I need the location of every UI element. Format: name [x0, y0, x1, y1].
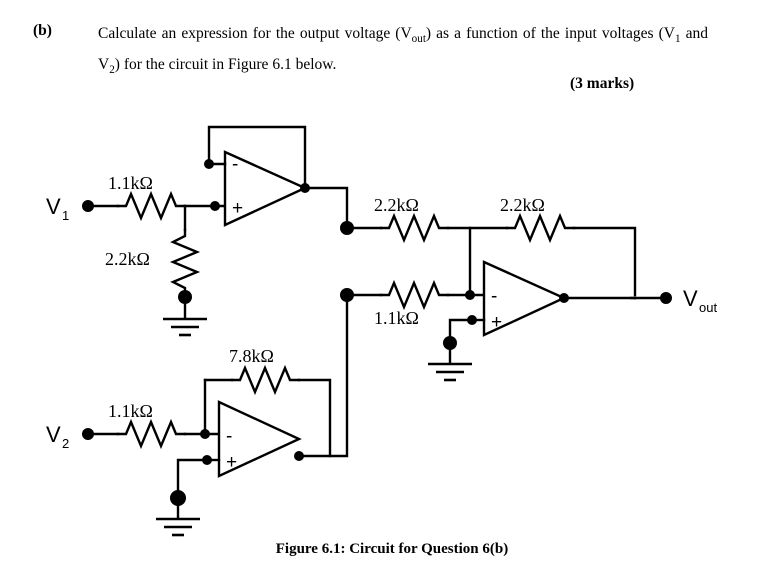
ground-symbol-u2	[428, 362, 472, 382]
label-r-v1-shunt: 2.2kΩ	[105, 249, 150, 269]
label-r-feedback-u3: 7.8kΩ	[229, 346, 274, 366]
resistor-r-sum-bottom	[379, 279, 450, 311]
question-line2-part1: voltages (V	[601, 25, 675, 42]
terminal-v1	[82, 200, 94, 212]
resistor-r-feedback-u2	[505, 212, 576, 244]
resistor-r-v1-series	[116, 190, 187, 222]
wire-u3-plus-to-gnd	[176, 458, 209, 493]
question-line2-part3: ) for the circuit in Figure 6.1 below.	[114, 56, 337, 74]
wire-u3-output-to-sum	[297, 293, 349, 458]
wire-u1-feedback	[207, 125, 307, 190]
pin-u1-minus: -	[232, 154, 238, 175]
terminal-vout	[660, 292, 672, 304]
wire-u2-feedback-right	[572, 226, 637, 297]
label-v1: V	[46, 194, 61, 219]
circuit-diagram: V 1 1.1kΩ 2.2kΩ - +	[0, 110, 784, 540]
wire-u2-plus-to-gnd	[448, 318, 474, 344]
label-r-v2-series: 1.1kΩ	[108, 401, 153, 421]
question-label: (b)	[33, 22, 52, 39]
wire-u3-fb-right-leg	[297, 378, 332, 458]
label-r-sum-top: 2.2kΩ	[374, 195, 419, 215]
question-line2-sub2: 2	[109, 64, 115, 77]
label-v2: V	[46, 422, 61, 447]
opamp-u3	[217, 400, 302, 478]
figure-caption: Figure 6.1: Circuit for Question 6(b)	[275, 541, 509, 557]
pin-u1-plus: +	[232, 198, 243, 219]
label-vout-sub: out	[699, 300, 717, 315]
node-u1-plus	[210, 201, 220, 211]
ground-symbol-u3	[156, 517, 200, 537]
pin-u2-minus: -	[491, 286, 497, 307]
opamp-u1	[223, 150, 308, 227]
ground-symbol-u1	[163, 317, 207, 337]
question-text: Calculate an expression for the output v…	[98, 21, 708, 83]
label-r-sum-bottom: 1.1kΩ	[374, 308, 419, 328]
question-line1-part1: Calculate an expression for the output v…	[98, 25, 412, 42]
pin-u2-plus: +	[491, 312, 502, 333]
terminal-v2	[82, 428, 94, 440]
label-vout: V	[683, 286, 698, 311]
label-v1-sub: 1	[62, 208, 69, 223]
question-line1-part2: ) as a function of the input	[425, 25, 597, 42]
pin-u3-plus: +	[226, 452, 237, 473]
label-v2-sub: 2	[62, 436, 69, 451]
resistor-r-v2-series	[116, 418, 187, 450]
resistor-r-feedback-u3	[230, 364, 301, 396]
question-line2-part2: and V	[98, 25, 709, 74]
resistor-r-sum-top	[379, 212, 450, 244]
question-line1-sub: out	[411, 33, 426, 46]
pin-u3-minus: -	[226, 426, 232, 447]
wire-u1-output	[303, 186, 349, 230]
question-line2-sub1: 1	[674, 33, 681, 46]
resistor-r-v1-shunt	[169, 228, 201, 298]
opamp-u2	[482, 260, 567, 337]
marks-allocation: (3 marks)	[570, 75, 635, 92]
label-r-v1-series: 1.1kΩ	[108, 173, 153, 193]
label-r-feedback-u2: 2.2kΩ	[500, 195, 545, 215]
